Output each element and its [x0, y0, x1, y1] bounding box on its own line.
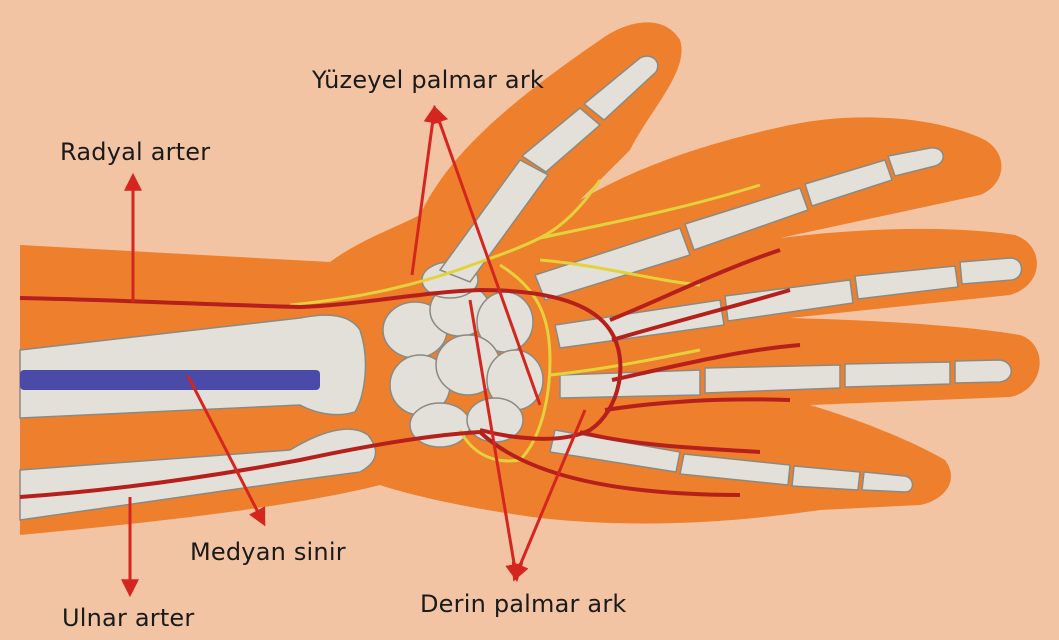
radial-artery-label: Radyal arter	[60, 138, 210, 166]
median-nerve-band	[20, 370, 320, 390]
ulnar-artery-label: Ulnar arter	[62, 604, 194, 632]
median-nerve-label: Medyan sinir	[190, 538, 346, 566]
deep-palmar-arch-label: Derin palmar ark	[420, 590, 627, 618]
superficial-palmar-arch-label: Yüzeyel palmar ark	[312, 66, 544, 94]
